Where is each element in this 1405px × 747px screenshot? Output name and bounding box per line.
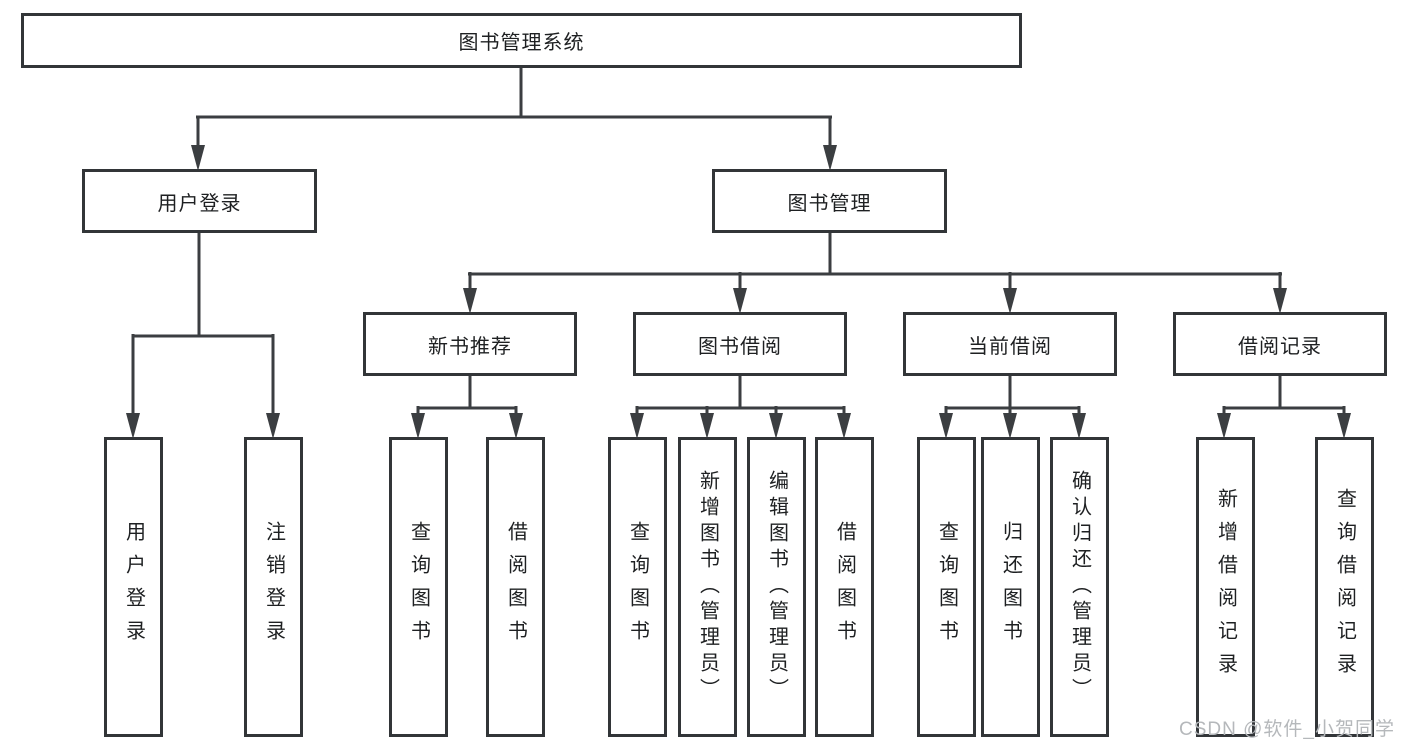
leaf-confirm-return-admin: 确认归还（管理员） (1050, 437, 1109, 737)
leaf-borrow-books: 借阅图书 (815, 437, 874, 737)
node-user-login: 用户登录 (82, 169, 317, 233)
leaf-user-login: 用户登录 (104, 437, 163, 737)
leaf-borrow-books-label: 借阅图书 (833, 521, 856, 653)
leaf-borrow-books-recommend: 借阅图书 (486, 437, 545, 737)
leaf-user-login-label: 用户登录 (122, 521, 145, 653)
node-book-management: 图书管理 (712, 169, 947, 233)
node-borrow-records: 借阅记录 (1173, 312, 1387, 376)
leaf-add-books-admin-label: 新增图书（管理员） (696, 470, 719, 704)
leaf-confirm-return-admin-label: 确认归还（管理员） (1068, 470, 1091, 704)
leaf-query-books-current: 查询图书 (917, 437, 976, 737)
leaf-query-books-borrow: 查询图书 (608, 437, 667, 737)
leaf-query-books-current-label: 查询图书 (935, 521, 958, 653)
leaf-query-borrow-record: 查询借阅记录 (1315, 437, 1374, 737)
leaf-logout-label: 注销登录 (262, 521, 285, 653)
leaf-query-books-recommend: 查询图书 (389, 437, 448, 737)
leaf-edit-books-admin: 编辑图书（管理员） (747, 437, 806, 737)
leaf-logout: 注销登录 (244, 437, 303, 737)
leaf-query-books-borrow-label: 查询图书 (626, 521, 649, 653)
leaf-add-borrow-record: 新增借阅记录 (1196, 437, 1255, 737)
node-new-book-recommend: 新书推荐 (363, 312, 577, 376)
leaf-query-books-recommend-label: 查询图书 (407, 521, 430, 653)
leaf-add-books-admin: 新增图书（管理员） (678, 437, 737, 737)
node-current-borrow: 当前借阅 (903, 312, 1117, 376)
leaf-add-borrow-record-label: 新增借阅记录 (1214, 488, 1237, 686)
node-root: 图书管理系统 (21, 13, 1022, 68)
leaf-return-books-label: 归还图书 (999, 521, 1022, 653)
csdn-watermark: CSDN @软件_小贺同学 (1179, 719, 1395, 740)
node-book-borrow: 图书借阅 (633, 312, 847, 376)
leaf-edit-books-admin-label: 编辑图书（管理员） (765, 470, 788, 704)
leaf-borrow-books-recommend-label: 借阅图书 (504, 521, 527, 653)
leaf-return-books: 归还图书 (981, 437, 1040, 737)
leaf-query-borrow-record-label: 查询借阅记录 (1333, 488, 1356, 686)
